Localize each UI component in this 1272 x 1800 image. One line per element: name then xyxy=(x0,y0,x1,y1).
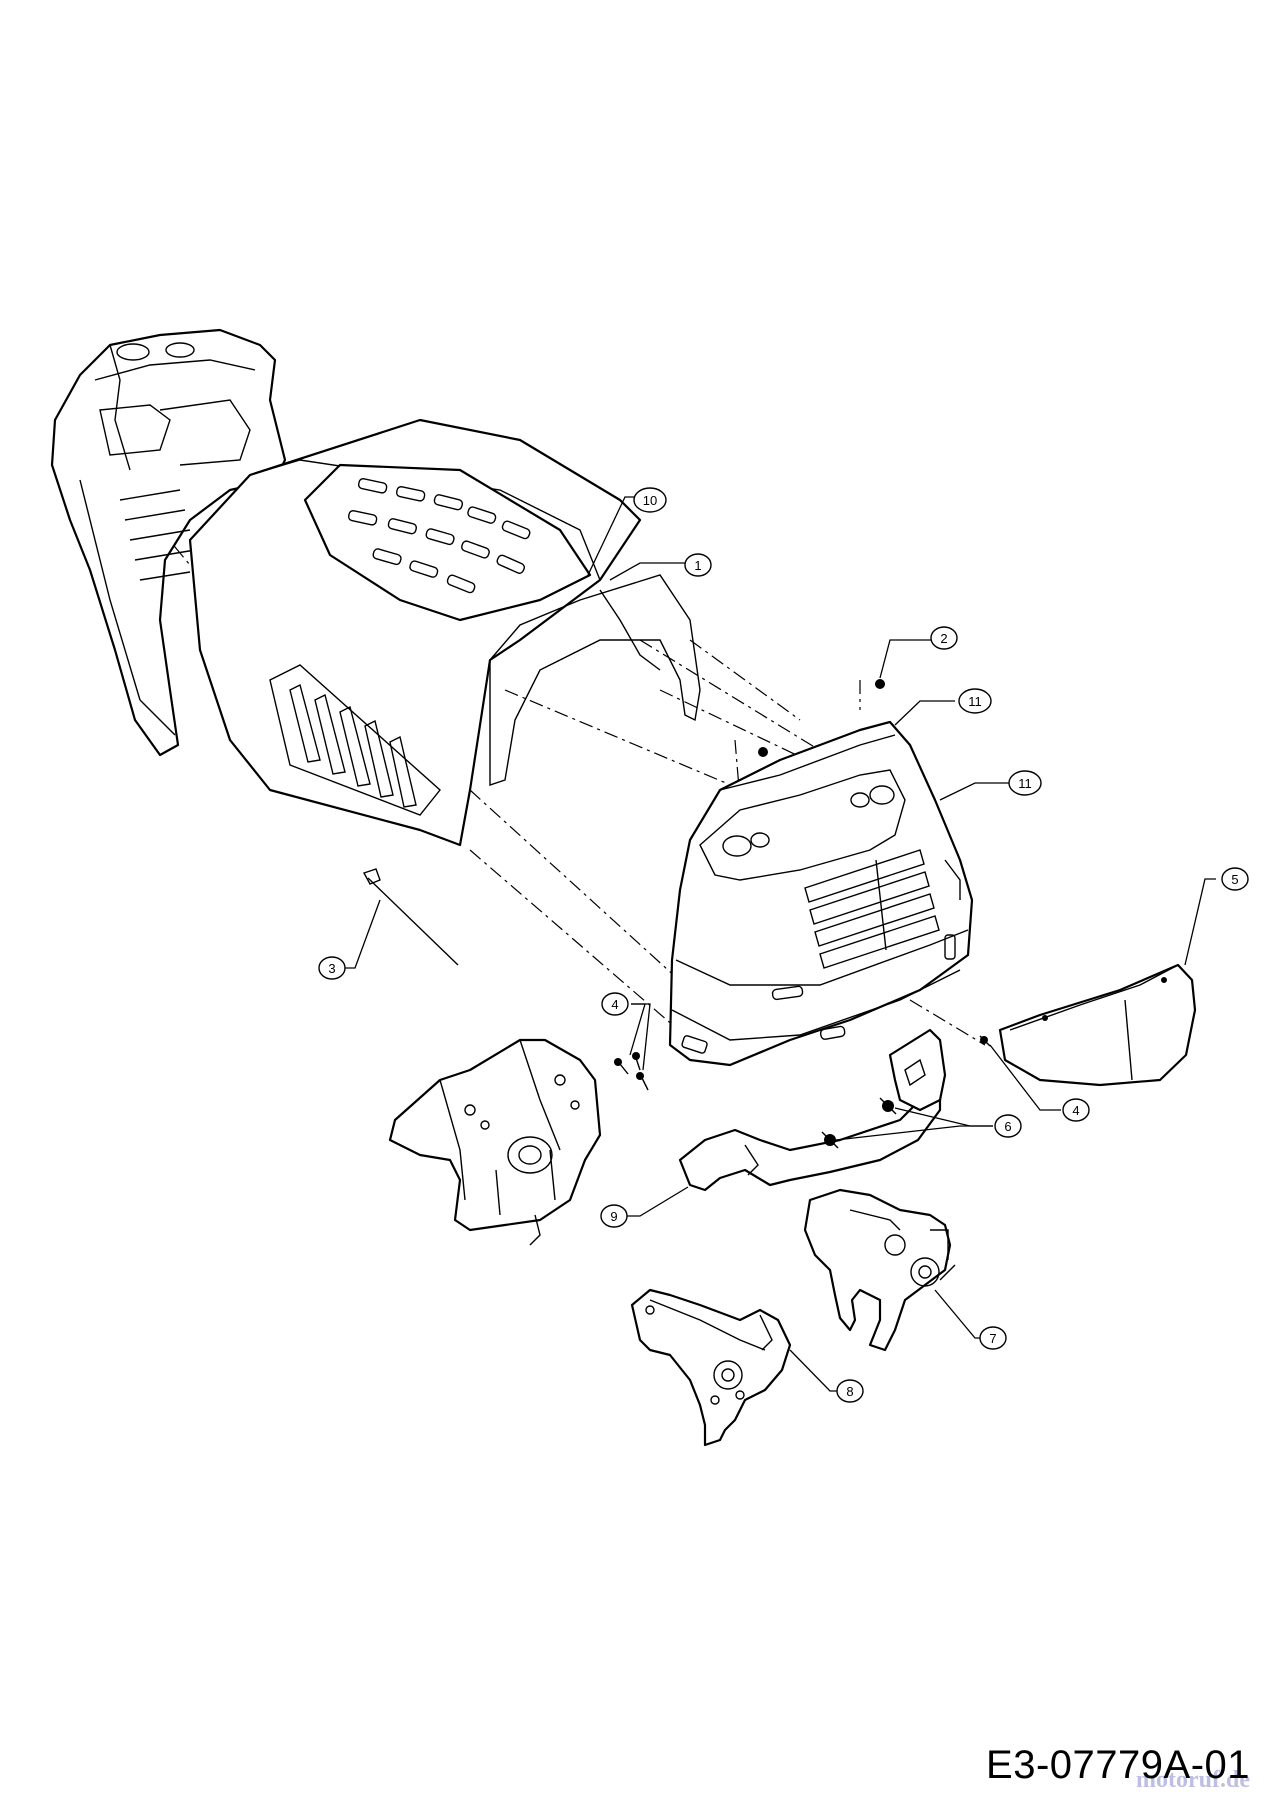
callout-3-label: 3 xyxy=(328,961,335,976)
callout-2-label: 2 xyxy=(940,631,947,646)
cable-tie-part xyxy=(362,868,459,966)
front-bracket-9 xyxy=(678,1078,942,1192)
callout-1-label: 1 xyxy=(694,558,701,573)
callout-8: 8 xyxy=(836,1379,864,1403)
grille-slots xyxy=(804,849,940,969)
callout-9: 9 xyxy=(600,1204,628,1228)
callout-1: 1 xyxy=(684,553,712,577)
callout-4b-label: 4 xyxy=(1072,1103,1079,1118)
callout-11a-label: 11 xyxy=(968,694,982,709)
callout-11b-label: 11 xyxy=(1018,776,1032,791)
callout-4a-label: 4 xyxy=(611,997,618,1012)
nuts-6 xyxy=(821,1097,897,1149)
hood-side-vents xyxy=(289,683,417,808)
callout-7-label: 7 xyxy=(989,1331,996,1346)
callout-8-label: 8 xyxy=(846,1384,853,1399)
center-support-bracket xyxy=(388,1038,602,1246)
screws-4-left xyxy=(614,1052,649,1091)
callout-10: 10 xyxy=(633,487,667,513)
watermark-logo: motoruf.de xyxy=(1136,1767,1250,1793)
callout-6-label: 6 xyxy=(1004,1119,1011,1134)
upright-bracket xyxy=(888,1028,947,1112)
drawing-number: E3-07779A-01 xyxy=(986,1743,1250,1787)
side-plate-8 xyxy=(630,1288,792,1447)
rear-fender-part xyxy=(50,328,287,757)
callout-5: 5 xyxy=(1221,867,1249,891)
callout-4a: 4 xyxy=(601,992,629,1016)
callout-6: 6 xyxy=(994,1114,1022,1138)
callout-11a: 11 xyxy=(958,688,992,714)
callout-10-label: 10 xyxy=(643,493,657,508)
callout-11b: 11 xyxy=(1008,770,1042,796)
callout-9-label: 9 xyxy=(610,1209,617,1224)
screw-4-right xyxy=(979,1035,991,1047)
hood-top-vents xyxy=(347,478,531,594)
callout-2: 2 xyxy=(930,626,958,650)
hood-part xyxy=(188,418,701,847)
bumper-cover-part xyxy=(998,963,1197,1087)
front-grill-part xyxy=(668,720,974,1067)
callout-7: 7 xyxy=(979,1326,1007,1350)
callout-3: 3 xyxy=(318,956,346,980)
callout-5-label: 5 xyxy=(1231,872,1238,887)
fastener-2 xyxy=(758,679,885,757)
side-plate-7 xyxy=(803,1188,956,1352)
callout-4b: 4 xyxy=(1062,1098,1090,1122)
